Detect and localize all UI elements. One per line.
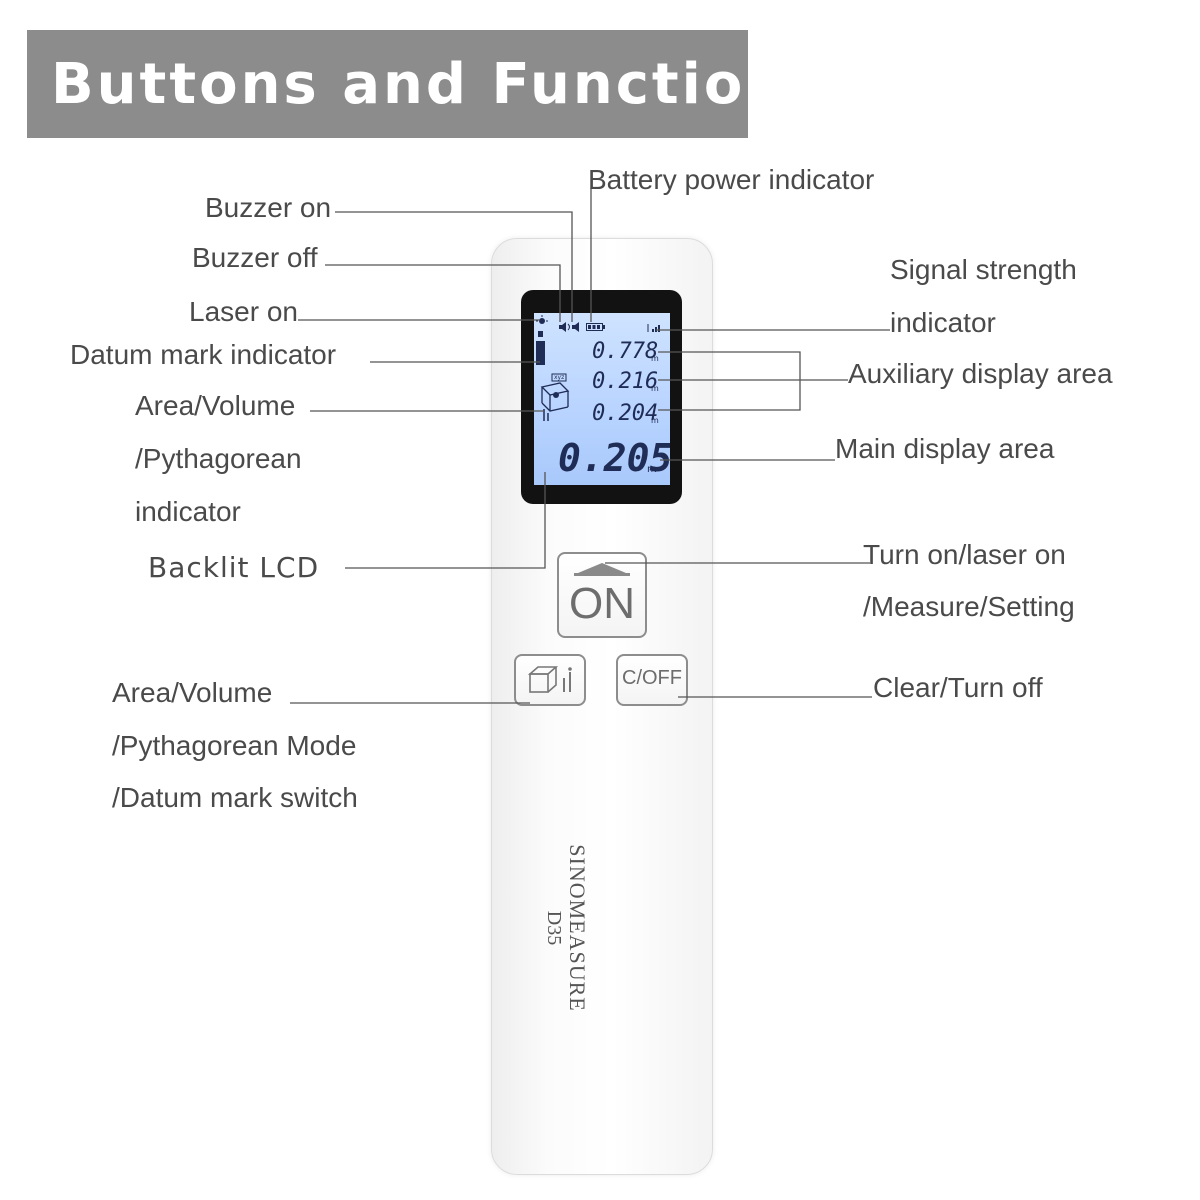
leader-buzzer-off	[325, 264, 561, 322]
backlit-lcd-screen: xyz 0.778 m 0.216 m 0.204 m 0.205 m	[534, 313, 670, 485]
label-area-volume-indicator-2: /Pythagorean	[135, 443, 302, 474]
label-main-display-area: Main display area	[835, 433, 1055, 464]
up-arrow-bar	[574, 573, 630, 576]
label-mode-switch-1: Area/Volume	[112, 677, 273, 708]
label-signal-strength-1: Signal strength	[890, 254, 1077, 285]
area-tag: xyz	[554, 374, 565, 381]
label-turn-on-1: Turn on/laser on	[863, 539, 1066, 570]
label-mode-switch-3: /Datum mark switch	[112, 782, 358, 813]
leader-backlit	[345, 472, 546, 569]
label-area-volume-indicator-1: Area/Volume	[135, 390, 296, 421]
main-unit: m	[647, 464, 657, 475]
aux-reading-3: 0.204	[592, 401, 659, 426]
label-datum-mark-indicator: Datum mark indicator	[70, 339, 337, 370]
aux-unit-1: m	[651, 354, 659, 363]
clear-off-button[interactable]	[616, 654, 688, 706]
aux-unit-3: m	[651, 416, 659, 425]
cube-ruler-icon	[527, 666, 572, 693]
area-volume-pythagorean-icon	[540, 373, 570, 421]
label-auxiliary-display-area: Auxiliary display area	[848, 358, 1113, 389]
datum-mark-icon	[536, 331, 545, 365]
main-reading: 0.205	[558, 436, 670, 480]
label-battery-power-indicator: Battery power indicator	[588, 164, 875, 195]
label-buzzer-on: Buzzer on	[205, 192, 332, 223]
laser-on-icon	[536, 315, 548, 324]
label-mode-switch-2: /Pythagorean Mode	[112, 730, 357, 761]
label-backlit-lcd: Backlit LCD	[148, 551, 320, 584]
label-buzzer-off: Buzzer off	[192, 242, 318, 273]
buzzer-icon	[559, 322, 579, 332]
clear-off-button-label: C/OFF	[622, 667, 682, 689]
label-signal-strength-2: indicator	[890, 307, 996, 338]
aux-reading-1: 0.778	[592, 339, 659, 364]
aux-reading-2: 0.216	[592, 369, 659, 394]
up-arrow-icon	[578, 563, 626, 573]
label-laser-on: Laser on	[189, 296, 298, 327]
leader-aux-top	[658, 351, 801, 411]
on-button-label: ON	[569, 579, 635, 628]
battery-icon	[586, 323, 605, 331]
label-clear-turn-off: Clear/Turn off	[873, 672, 1043, 703]
label-turn-on-2: /Measure/Setting	[863, 591, 1075, 622]
area-volume-mode-button[interactable]	[514, 654, 586, 706]
aux-unit-2: m	[651, 384, 659, 393]
title-banner: Buttons and Functions	[27, 30, 822, 138]
label-area-volume-indicator-3: indicator	[135, 496, 241, 527]
page-title: Buttons and Functions	[51, 51, 825, 117]
leader-buzzer-on	[335, 211, 573, 322]
on-button[interactable]	[557, 552, 647, 638]
